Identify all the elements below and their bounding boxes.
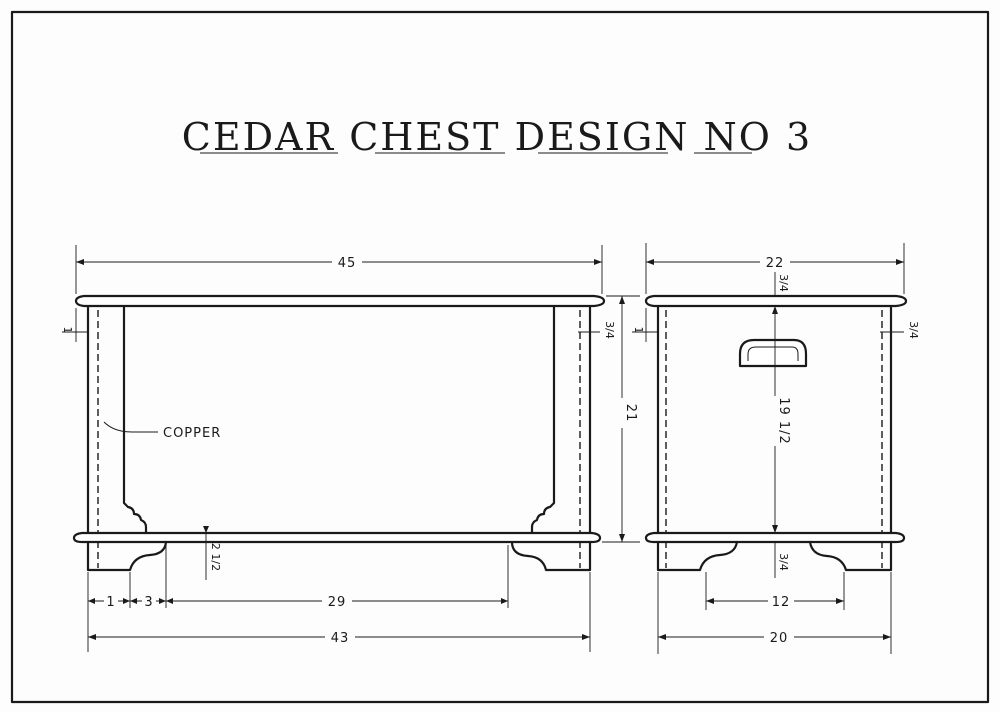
dim-side-foot-span: 12 (772, 595, 791, 610)
dim-side-lid-overhang: 1 (632, 327, 645, 334)
front-feet (86, 540, 592, 572)
side-feet (656, 540, 893, 572)
dim-front-bottom-height: 2 1/2 (209, 543, 222, 571)
dim-front-foot-offset: 1 (106, 595, 115, 610)
dim-front-overall-width: 45 (338, 256, 357, 271)
dim-side-base-width: 20 (770, 631, 789, 646)
side-base-molding (644, 531, 906, 544)
side-handle-inner (747, 346, 799, 361)
dim-front-height: 21 (623, 404, 638, 423)
sheet-border (10, 10, 990, 704)
side-dimensions: 22 3/4 19 1/2 3/4 1 3/4 12 (632, 243, 920, 654)
dim-front-foot-span: 29 (328, 595, 347, 610)
dim-front-base-width: 43 (331, 631, 350, 646)
dim-side-lid-thickness: 3/4 (777, 274, 790, 292)
front-right-stile (530, 303, 556, 535)
dim-side-overall-width: 22 (766, 256, 785, 271)
copper-callout: COPPER (163, 426, 221, 441)
front-view: COPPER (72, 294, 606, 572)
front-base-molding (72, 531, 602, 544)
drawing-title: CEDAR CHEST DESIGN NO 3 (182, 115, 812, 159)
copper-leader (103, 421, 158, 433)
dim-side-base-thickness: 3/4 (777, 553, 790, 571)
dim-side-wall-thickness: 3/4 (907, 321, 920, 339)
side-view (644, 294, 908, 572)
dim-front-foot-width: 3 (144, 595, 153, 610)
front-dimensions: 45 43 1 3 29 21 2 (61, 245, 640, 652)
side-lid (644, 294, 908, 308)
dim-side-inner-height: 19 1/2 (776, 397, 791, 445)
dim-front-side-thickness: 3/4 (603, 321, 616, 339)
dim-front-lid-overhang: 1 (61, 327, 74, 334)
front-left-stile (122, 303, 148, 535)
side-handle (738, 338, 808, 368)
front-lid (74, 294, 606, 308)
